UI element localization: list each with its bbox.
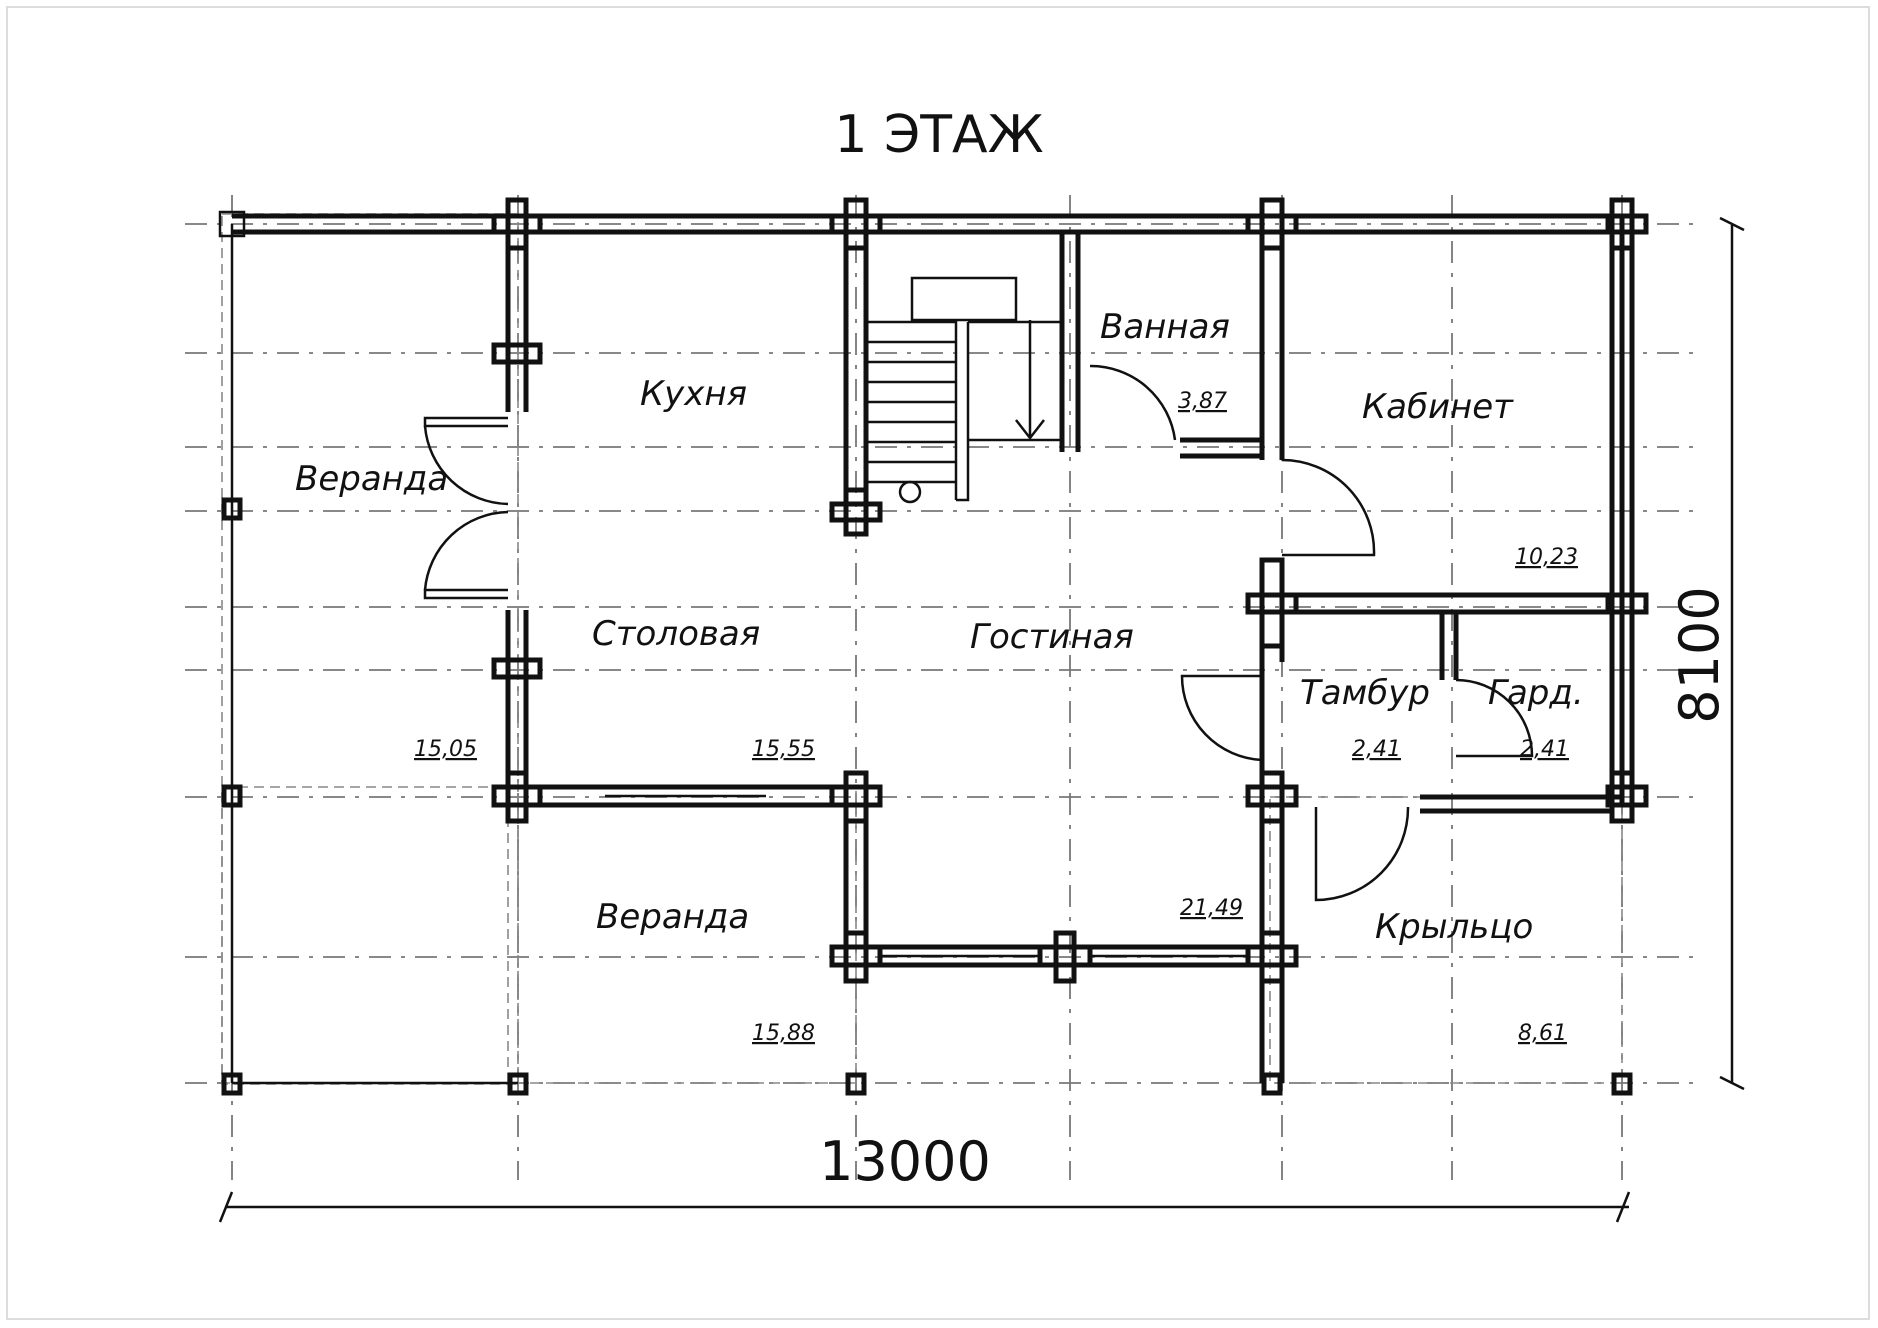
room-area-vestibule: 2,41 bbox=[1352, 737, 1401, 762]
room-name-dining: Столовая bbox=[592, 614, 760, 654]
staircase bbox=[866, 276, 1062, 504]
room-area-bathroom: 3,87 bbox=[1178, 389, 1227, 414]
room-name-veranda-bottom: Веранда bbox=[596, 897, 749, 937]
posts bbox=[218, 210, 1633, 1096]
room-name-porch: Крыльцо bbox=[1375, 907, 1533, 947]
plan-title: 1 ЭТАЖ bbox=[834, 105, 1043, 165]
room-area-wardrobe: 2,41 bbox=[1520, 737, 1569, 762]
room-area-living: 21,49 bbox=[1180, 896, 1243, 921]
room-name-veranda-left: Веранда bbox=[295, 459, 448, 499]
room-name-living: Гостиная bbox=[970, 617, 1134, 657]
exterior-walls bbox=[232, 213, 1635, 1083]
room-area-porch: 8,61 bbox=[1518, 1021, 1567, 1046]
room-area-veranda-bottom: 15,88 bbox=[752, 1021, 815, 1046]
windows bbox=[605, 340, 1634, 967]
veranda-outline bbox=[221, 213, 1623, 1085]
height-dimension: 8100 bbox=[1668, 586, 1731, 723]
doors bbox=[423, 364, 1534, 902]
room-name-bathroom: Ванная bbox=[1100, 307, 1230, 347]
room-name-kitchen: Кухня bbox=[640, 374, 747, 414]
room-area-veranda-left: 15,05 bbox=[414, 737, 477, 762]
width-dimension: 13000 bbox=[819, 1130, 991, 1193]
log-joints bbox=[491, 197, 1649, 984]
room-name-study: Кабинет bbox=[1362, 387, 1514, 427]
room-area-study: 10,23 bbox=[1515, 545, 1578, 570]
dimension-lines bbox=[218, 216, 1745, 1223]
room-name-wardrobe: Гард. bbox=[1488, 673, 1584, 713]
room-area-dining: 15,55 bbox=[752, 737, 815, 762]
drawing-frame bbox=[6, 6, 1870, 1320]
room-name-vestibule: Тамбур bbox=[1300, 673, 1430, 713]
